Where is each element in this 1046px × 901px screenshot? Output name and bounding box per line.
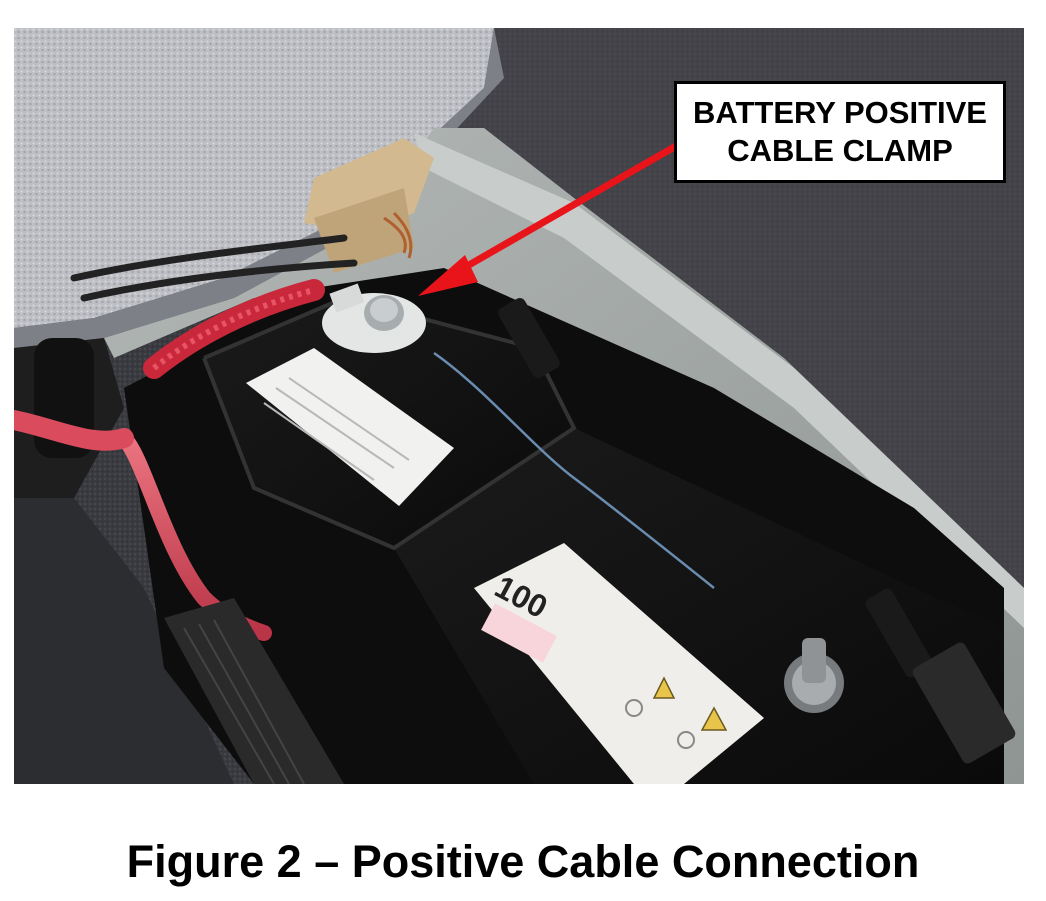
callout-line-2: CABLE CLAMP	[727, 133, 953, 168]
figure-caption: Figure 2 – Positive Cable Connection	[126, 836, 920, 887]
callout-label-box: BATTERY POSITIVE CABLE CLAMP	[674, 81, 1006, 183]
callout-line-1: BATTERY POSITIVE	[693, 95, 987, 130]
